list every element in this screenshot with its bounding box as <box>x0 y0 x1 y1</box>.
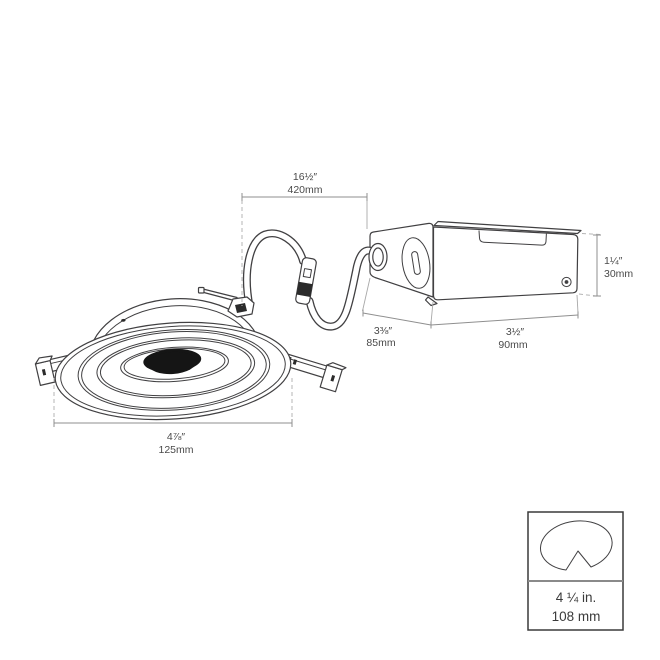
dim-label-depth-mm: 85mm <box>366 337 395 349</box>
dim-label-depth-in: 3⅜″ <box>374 325 393 337</box>
cutout-size-in: 4 ¼ in. <box>556 590 597 605</box>
inline-connector <box>295 257 317 305</box>
junction-box-notch <box>478 230 547 246</box>
bracket-lever <box>201 288 238 302</box>
junction-box-front-face <box>432 226 579 301</box>
dim-label-width-mm: 90mm <box>498 339 527 351</box>
dim-label-height-mm: 30mm <box>604 268 633 280</box>
dim-label-width-in: 3½″ <box>506 326 525 338</box>
ceiling-cutout-icon <box>540 520 613 571</box>
dim-label-height-in: 1¼″ <box>604 255 623 267</box>
junction-box-left-face <box>369 222 434 298</box>
screw-icon <box>561 276 572 288</box>
gimbal-ring-outer <box>96 337 256 399</box>
dim-fixture-diameter: 4⅞″ 125mm <box>53 378 293 456</box>
dim-box-width: 3½″ 90mm <box>430 294 579 351</box>
knockout-oval <box>401 237 431 289</box>
fixture-bracket <box>197 286 255 318</box>
dim-label-diameter-in: 4⅞″ <box>167 431 186 443</box>
dim-label-cable-mm: 420mm <box>287 184 322 196</box>
dim-label-cable-in: 16½″ <box>293 171 317 183</box>
dim-cable-length: 16½″ 420mm <box>241 171 368 306</box>
junction-box-top <box>433 220 582 235</box>
dim-label-diameter-mm: 125mm <box>158 444 193 456</box>
cutout-size-mm: 108 mm <box>552 609 601 624</box>
cutout-legend: 4 ¼ in. 108 mm <box>527 511 624 631</box>
recessed-fixture <box>54 298 292 421</box>
dim-box-depth: 3⅜″ 85mm <box>362 277 434 349</box>
junction-box <box>369 220 582 307</box>
connector-cable <box>242 229 388 331</box>
gimbal-ring-inner <box>120 346 229 383</box>
cutout-legend-border <box>527 511 624 631</box>
dim-box-height: 1¼″ 30mm <box>578 233 633 297</box>
